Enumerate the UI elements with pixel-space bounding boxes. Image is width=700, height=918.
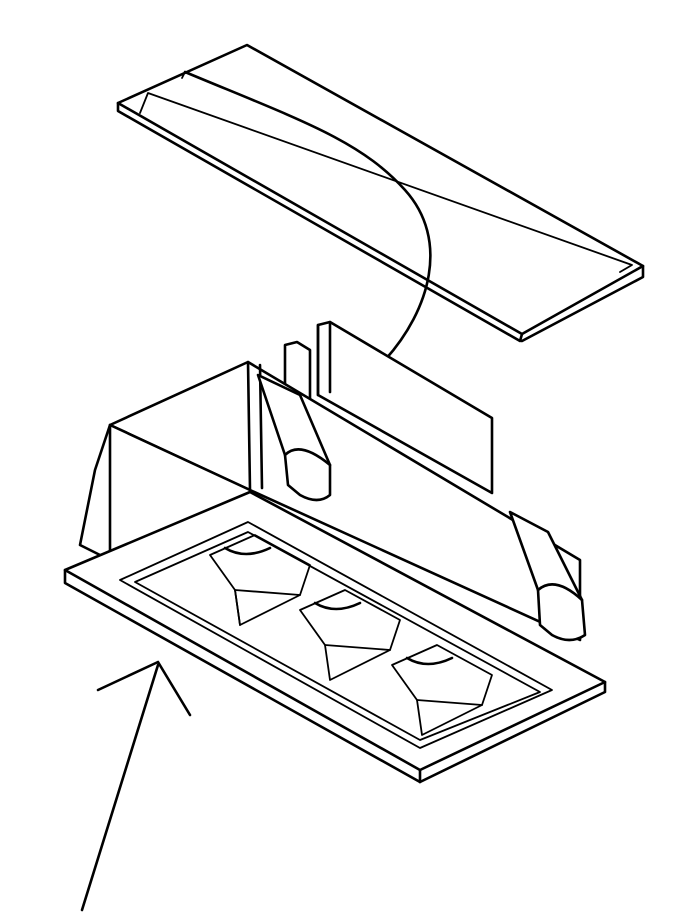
- spring-clip-right: [508, 510, 587, 642]
- ceiling-panel: [116, 43, 645, 343]
- lens-module-2: [299, 589, 401, 681]
- insert-arrow: [80, 660, 192, 912]
- lens-module-3: [391, 644, 493, 736]
- power-cable: [183, 70, 432, 362]
- trim-frame: [63, 490, 607, 784]
- spring-clip-left: [256, 373, 332, 502]
- lens-module-1: [209, 534, 311, 626]
